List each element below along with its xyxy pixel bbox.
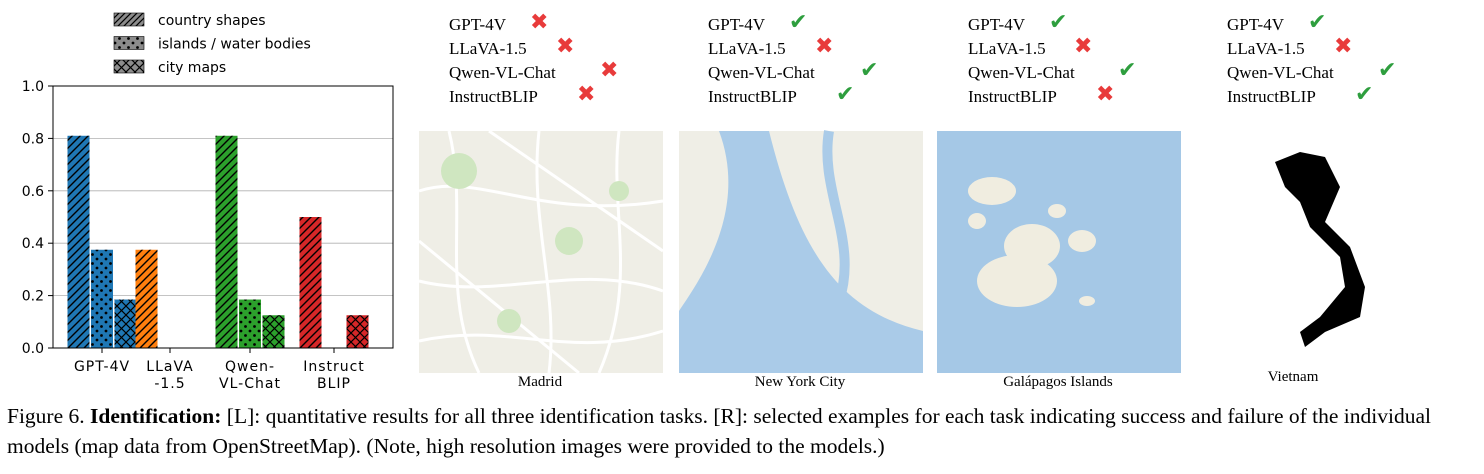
legend-label: city maps — [158, 60, 226, 76]
bar-hatch — [299, 217, 322, 348]
map-caption: Galápagos Islands — [1003, 374, 1113, 390]
cross-icon: ✖ — [530, 10, 549, 35]
y-tick-label: 1.0 — [22, 79, 44, 95]
legend-label: islands / water bodies — [158, 37, 311, 53]
bar-hatch — [239, 299, 261, 348]
model-name: InstructBLIP — [708, 87, 797, 106]
map-water — [679, 131, 923, 373]
map-road — [488, 129, 664, 253]
map-river — [822, 130, 850, 303]
bar-hatch — [262, 315, 285, 348]
cross-icon: ✖ — [1096, 82, 1115, 107]
map-caption: Vietnam — [1267, 369, 1319, 385]
check-icon: ✔ — [789, 10, 808, 35]
map-road — [418, 277, 664, 293]
map-park — [609, 181, 629, 201]
model-name: GPT-4V — [449, 15, 506, 34]
x-tick-label: LLaVA — [146, 359, 193, 375]
map-island — [977, 255, 1057, 307]
example-maps — [418, 129, 1365, 375]
model-name: InstructBLIP — [1227, 87, 1316, 106]
check-icon: ✔ — [1308, 10, 1327, 35]
caption-text: [L]: quantitative results for all three … — [7, 404, 1431, 458]
map-island — [1048, 204, 1066, 218]
map-island — [968, 177, 1016, 205]
model-name: GPT-4V — [1227, 15, 1284, 34]
x-tick-label: Qwen- — [225, 359, 275, 375]
model-name: GPT-4V — [708, 15, 765, 34]
map-road — [597, 130, 622, 374]
model-name: InstructBLIP — [968, 87, 1057, 106]
bar-hatch — [135, 249, 158, 348]
check-icon: ✔ — [860, 58, 879, 83]
model-name: LLaVA-1.5 — [968, 39, 1046, 58]
model-name: LLaVA-1.5 — [708, 39, 786, 58]
y-tick-label: 0.0 — [22, 341, 44, 357]
x-tick-label: BLIP — [317, 376, 351, 392]
check-icon: ✔ — [1118, 58, 1137, 83]
legend-label: country shapes — [158, 13, 266, 29]
check-icon: ✔ — [1355, 82, 1374, 107]
map-caption: New York City — [754, 374, 846, 390]
check-icon: ✔ — [1049, 10, 1068, 35]
bar-hatch — [91, 249, 113, 348]
cross-icon: ✖ — [600, 58, 619, 83]
bar-hatch — [346, 315, 369, 348]
y-tick-label: 0.8 — [22, 131, 44, 147]
bar-hatch — [215, 135, 238, 348]
caption-label: Figure 6. — [7, 404, 85, 428]
check-icon: ✔ — [1378, 58, 1397, 83]
map-city-map-water — [679, 130, 923, 373]
y-tick-label: 0.6 — [22, 184, 44, 200]
bar-hatch — [67, 135, 90, 348]
model-name: LLaVA-1.5 — [449, 39, 527, 58]
caption-title: Identification: — [90, 404, 222, 428]
model-name: Qwen-VL-Chat — [1227, 63, 1334, 82]
legend-swatch-hatch — [114, 13, 144, 26]
model-name: LLaVA-1.5 — [1227, 39, 1305, 58]
cross-icon: ✖ — [1334, 34, 1353, 59]
cross-icon: ✖ — [1074, 34, 1093, 59]
x-tick-label: -1.5 — [154, 376, 185, 392]
y-tick-label: 0.4 — [22, 236, 44, 252]
map-island — [1068, 230, 1096, 252]
x-tick-label: VL-Chat — [219, 376, 281, 392]
map-island — [968, 213, 986, 229]
x-tick-label: GPT-4V — [74, 359, 130, 375]
model-name: Qwen-VL-Chat — [708, 63, 815, 82]
map-park — [441, 153, 477, 189]
map-road — [418, 239, 580, 375]
model-name: InstructBLIP — [449, 87, 538, 106]
map-park — [555, 227, 583, 255]
model-name: Qwen-VL-Chat — [968, 63, 1075, 82]
cross-icon: ✖ — [815, 34, 834, 59]
map-park — [497, 309, 521, 333]
map-country-shape — [1275, 152, 1365, 347]
cross-icon: ✖ — [577, 82, 596, 107]
axes-frame — [52, 85, 394, 349]
map-caption: Madrid — [517, 374, 563, 390]
x-tick-label: Instruct — [303, 359, 365, 375]
legend-swatch-hatch — [114, 36, 144, 50]
cross-icon: ✖ — [556, 34, 575, 59]
figure-caption: Figure 6. Identification: [L]: quantitat… — [7, 401, 1482, 461]
y-tick-label: 0.2 — [22, 289, 44, 305]
model-name: GPT-4V — [968, 15, 1025, 34]
bar-hatch — [114, 299, 137, 348]
map-city-map — [418, 129, 664, 375]
map-island — [1079, 296, 1095, 306]
model-name: Qwen-VL-Chat — [449, 63, 556, 82]
check-icon: ✔ — [836, 82, 855, 107]
map-islands — [937, 131, 1181, 373]
country-shape — [1275, 152, 1365, 347]
map-ocean — [937, 131, 1181, 373]
legend-swatch-hatch — [114, 60, 144, 73]
